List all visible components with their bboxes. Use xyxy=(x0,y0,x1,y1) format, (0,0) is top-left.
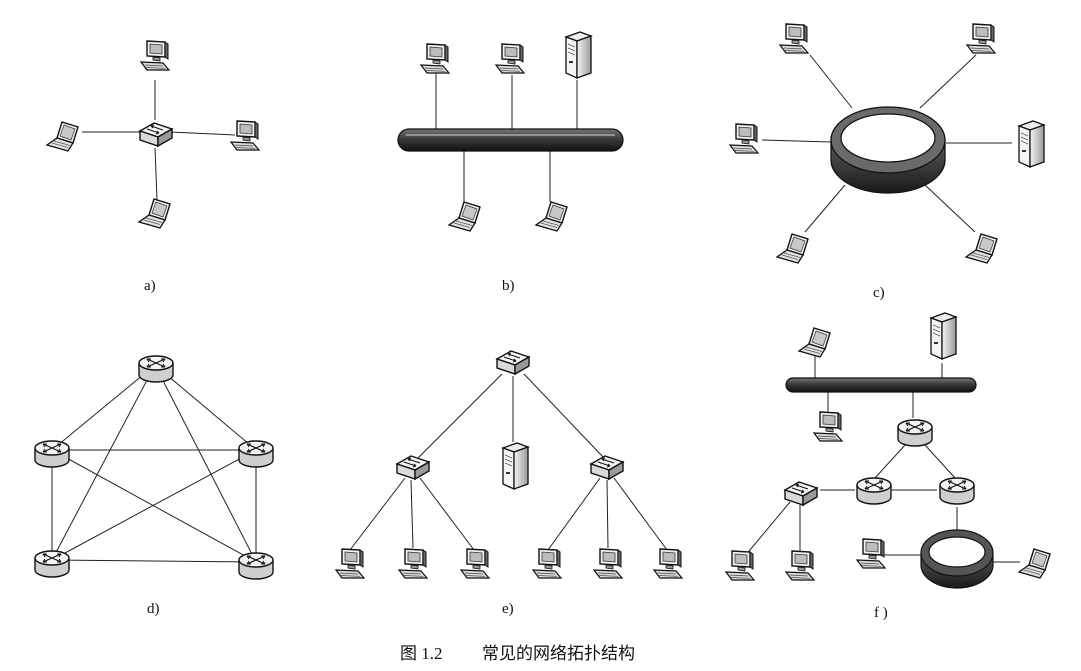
router-icon xyxy=(238,440,274,468)
desktop-pc-icon xyxy=(653,548,683,579)
ring-icon xyxy=(920,529,994,589)
figure-caption: 图 1.2 常见的网络拓扑结构 xyxy=(400,644,635,663)
laptop-icon xyxy=(535,201,568,232)
panel-f-hybrid-topology: f ) xyxy=(725,312,1051,621)
laptop-icon xyxy=(448,201,481,232)
laptop-icon xyxy=(46,121,79,152)
desktop-pc-icon xyxy=(725,550,755,581)
panel-a-star-topology: a) xyxy=(46,40,260,294)
laptop-icon xyxy=(776,233,809,264)
switch-icon xyxy=(396,455,430,480)
desktop-pc-icon xyxy=(856,538,886,569)
laptop-icon xyxy=(138,198,171,229)
server-icon xyxy=(565,31,592,79)
router-icon xyxy=(34,550,70,578)
panel-label-d: d) xyxy=(147,601,160,617)
panel-b-bus-topology: b) xyxy=(397,31,624,294)
switch-icon xyxy=(590,455,624,480)
laptop-icon xyxy=(1018,548,1051,579)
caption-number: 图 1.2 xyxy=(400,644,443,663)
bus-cable-icon xyxy=(397,128,624,152)
desktop-pc-icon xyxy=(420,43,450,74)
desktop-pc-icon xyxy=(785,550,815,581)
desktop-pc-icon xyxy=(230,120,260,151)
router-icon xyxy=(138,355,174,383)
desktop-pc-icon xyxy=(729,123,759,154)
server-icon xyxy=(502,442,529,490)
switch-icon xyxy=(496,350,530,375)
desktop-pc-icon xyxy=(495,43,525,74)
switch-icon xyxy=(784,481,818,506)
desktop-pc-icon xyxy=(335,548,365,579)
laptop-icon xyxy=(965,233,998,264)
server-icon xyxy=(1018,120,1045,168)
server-icon xyxy=(930,312,957,360)
bus-cable-icon xyxy=(785,377,977,393)
router-icon xyxy=(856,477,892,505)
desktop-pc-icon xyxy=(140,40,170,71)
desktop-pc-icon xyxy=(398,548,428,579)
desktop-pc-icon xyxy=(813,411,843,442)
panel-label-e: e) xyxy=(502,601,514,617)
desktop-pc-icon xyxy=(779,23,809,54)
desktop-pc-icon xyxy=(966,23,996,54)
panel-e-tree-topology: e) xyxy=(335,350,683,617)
ring-icon xyxy=(830,106,946,194)
desktop-pc-icon xyxy=(532,548,562,579)
panel-label-f: f ) xyxy=(874,605,888,621)
router-icon xyxy=(939,477,975,505)
router-icon xyxy=(897,419,933,447)
router-icon xyxy=(34,440,70,468)
panel-label-b: b) xyxy=(502,278,515,294)
panel-c-ring-topology: c) xyxy=(729,23,1045,301)
panel-label-c: c) xyxy=(873,285,885,301)
caption-text: 常见的网络拓扑结构 xyxy=(482,644,635,663)
router-icon xyxy=(238,552,274,580)
desktop-pc-icon xyxy=(593,548,623,579)
laptop-icon xyxy=(798,327,831,358)
desktop-pc-icon xyxy=(460,548,490,579)
panel-d-mesh-topology: d) xyxy=(34,355,274,617)
switch-icon xyxy=(139,122,173,147)
panel-label-a: a) xyxy=(144,278,156,294)
